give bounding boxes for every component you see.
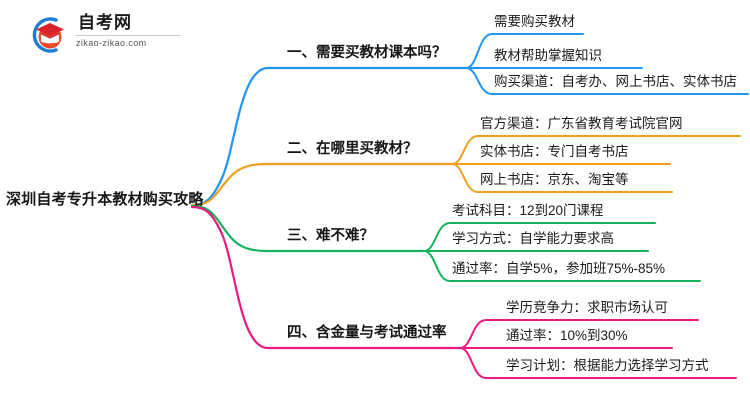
site-logo[interactable]: 自考网 zikao-zikao.com [26, 12, 186, 58]
logo-text: 自考网 zikao-zikao.com [76, 13, 188, 49]
logo-title: 自考网 [78, 13, 132, 32]
leaf-label-3-2[interactable]: 学习方式：自学能力要求高 [452, 231, 614, 246]
mindmap-root-node[interactable]: 深圳自考专升本教材购买攻略 [6, 191, 204, 208]
leaf-label-4-1[interactable]: 学历竞争力：求职市场认可 [506, 300, 668, 315]
branch-2-wires [190, 135, 741, 207]
leaf-label-1-1[interactable]: 需要购买教材 [494, 14, 575, 29]
leaf-label-1-2[interactable]: 教材帮助掌握知识 [494, 48, 602, 63]
leaf-label-4-2[interactable]: 通过率：10%到30% [506, 328, 628, 343]
leaf-label-1-3[interactable]: 购买渠道：自考办、网上书店、实体书店 [494, 74, 737, 89]
branch-label-4[interactable]: 四、含金量与考试通过率 [287, 325, 447, 341]
logo-divider [76, 35, 180, 36]
leaf-label-2-2[interactable]: 实体书店：专门自考书店 [480, 144, 629, 159]
leaf-label-3-1[interactable]: 考试科目：12到20门课程 [452, 203, 604, 218]
graduation-cap-icon [32, 17, 64, 53]
logo-domain: zikao-zikao.com [76, 38, 147, 48]
leaf-label-3-3[interactable]: 通过率：自学5%，参加班75%-85% [452, 261, 666, 276]
branch-label-2[interactable]: 二、在哪里买教材？ [287, 141, 418, 157]
leaf-label-2-1[interactable]: 官方渠道：广东省教育考试院官网 [480, 116, 683, 131]
leaf-label-2-3[interactable]: 网上书店：京东、淘宝等 [480, 172, 629, 187]
branch-label-1[interactable]: 一、需要买教材课本吗？ [287, 45, 447, 61]
leaf-label-4-3[interactable]: 学习计划：根据能力选择学习方式 [506, 358, 709, 373]
branch-label-3[interactable]: 三、难不难？ [287, 228, 374, 244]
